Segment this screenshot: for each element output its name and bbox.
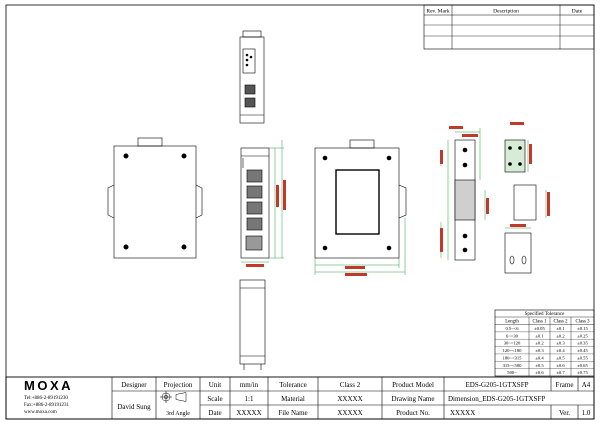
third-angle-projection-icon: [160, 391, 187, 403]
tolerance-cell: 500~: [507, 370, 517, 375]
title-block: MOXA Tel:+886-2-89191230 Fax:+886-2-8919…: [5, 376, 595, 420]
drawing-name-label: Drawing Name: [392, 395, 435, 403]
tolerance-cell: ±0.35: [577, 341, 588, 346]
tolerance-cell: ±0.3: [556, 341, 565, 346]
date-label: Date: [208, 409, 221, 417]
filename-label: File Name: [278, 409, 307, 417]
tolerance-cell: ±0.45: [577, 348, 588, 353]
tolerance-cell: ±0.55: [577, 355, 588, 360]
unit-label: Unit: [209, 381, 222, 389]
frame-value: A4: [582, 381, 591, 389]
tolerance-cell: ±0.2: [535, 341, 544, 346]
tol-header-class2: Class 2: [554, 320, 569, 325]
tolerance-cell: ±0.5: [556, 355, 565, 360]
company-tel: Tel:+886-2-89191230: [24, 396, 68, 401]
tolerance-cell: ±0.4: [535, 355, 544, 360]
tolerance-cell: ±0.6: [556, 363, 565, 368]
tolerance-cell: 120~<180: [503, 348, 523, 353]
tolerance-cell: ±0.1: [556, 326, 565, 331]
product-no-label: Product No.: [396, 409, 430, 417]
tolerance-cell: ±0.05: [534, 326, 545, 331]
material-value: XXXXX: [337, 395, 362, 403]
filename-value: XXXXX: [337, 409, 362, 417]
product-model-label: Product Model: [392, 381, 434, 389]
date-value: XXXXX: [236, 409, 261, 417]
tolerance-cell: ±0.25: [577, 333, 588, 338]
tolerance-cell: 315~<500: [503, 363, 523, 368]
scale-value: 1:1: [245, 395, 254, 403]
tolerance-cell: ±0.2: [556, 333, 565, 338]
tolerance-cell: 0.5~<6: [505, 326, 519, 331]
tolerance-cell: 180~<315: [503, 355, 523, 360]
product-model-value: EDS-G205-1GTXSFP: [465, 381, 528, 389]
designer-label: Designer: [121, 381, 147, 389]
din-rail-dimensions: [440, 122, 550, 260]
right-side-view: [314, 139, 407, 259]
material-label: Material: [281, 395, 305, 403]
front-view: [240, 147, 270, 259]
tolerance-cell: ±0.5: [535, 363, 544, 368]
product-no-value: XXXXX: [450, 409, 475, 417]
rev-mark-header: Rev. Mark: [426, 9, 449, 15]
right-side-dimensions: [314, 218, 406, 276]
tolerance-cell: ±0.15: [577, 326, 588, 331]
designer-name: David Sung: [117, 403, 151, 411]
front-view-dimensions: [241, 140, 286, 267]
projection-label: Projection: [164, 381, 193, 389]
tolerance-title: Specified Tolerance: [525, 312, 565, 317]
tolerance-cell: ±0.75: [577, 370, 588, 375]
tolerance-cell: 6~<30: [506, 333, 519, 338]
tolerance-label: Tolerance: [279, 381, 307, 389]
tolerance-table: Specified Tolerance Length Class 1 Class…: [494, 309, 595, 377]
top-view: [239, 30, 265, 124]
projection-value: 3rd Angle: [166, 411, 190, 417]
tolerance-value: Class 2: [340, 381, 361, 389]
tolerance-cell: 30~<120: [504, 341, 521, 346]
frame-label: Frame: [556, 381, 574, 389]
tolerance-cell: ±0.1: [535, 333, 544, 338]
drawing-name-value: Dimension_EDS-G205-1GTXSFP: [448, 395, 545, 403]
tolerance-cell: ±0.3: [535, 348, 544, 353]
unit-value: mm/in: [240, 381, 259, 389]
scale-label: Scale: [207, 395, 222, 403]
revision-table: Rev. Mark Description Date: [423, 4, 595, 50]
company-fax: Fax:+886-2-89191231: [24, 403, 70, 408]
ver-label: Ver.: [559, 409, 570, 417]
tolerance-cell: ±0.65: [577, 363, 588, 368]
left-side-view: [107, 137, 203, 259]
tolerance-cell: ±0.7: [556, 370, 565, 375]
company-web: www.moxa.com: [24, 410, 57, 415]
tol-header-class1: Class 1: [533, 320, 548, 325]
din-rail-detail: [454, 139, 537, 274]
tol-header-length: Length: [505, 320, 519, 325]
tol-header-class3: Class 3: [576, 320, 591, 325]
description-header: Description: [493, 9, 519, 15]
moxa-logo: MOXA: [24, 378, 73, 393]
tolerance-cell: ±0.4: [556, 348, 565, 353]
bottom-view: [239, 279, 266, 370]
tolerance-cell: ±0.6: [535, 370, 544, 375]
date-header: Date: [572, 9, 583, 15]
ver-value: 1.0: [582, 409, 591, 417]
